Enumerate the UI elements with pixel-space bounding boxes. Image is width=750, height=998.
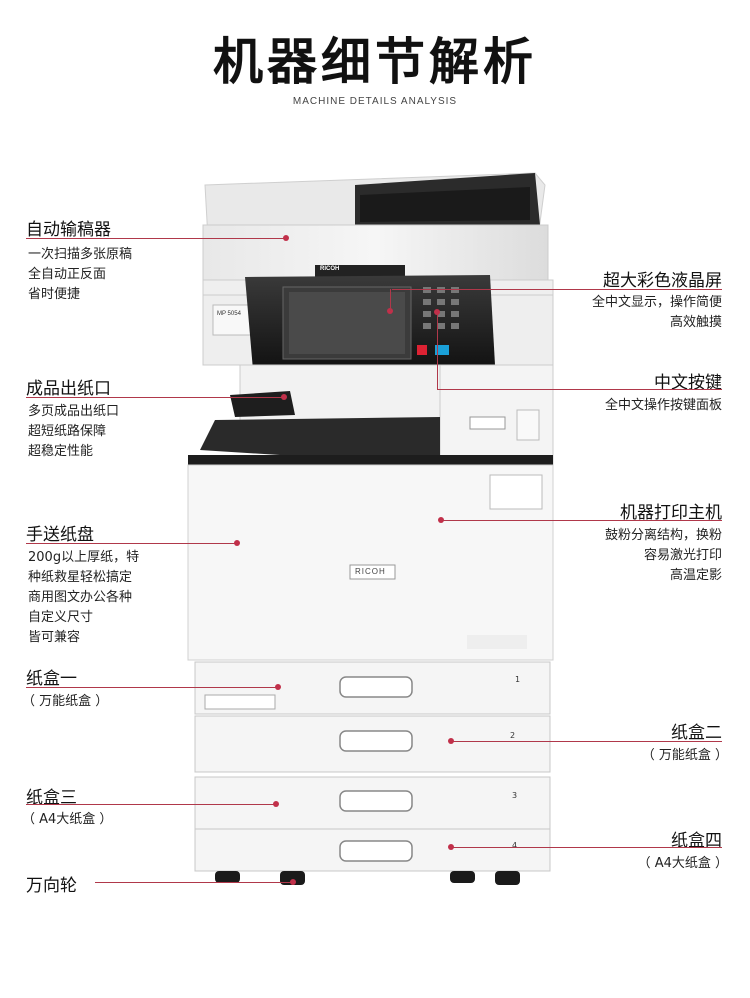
callout-desc: 一次扫描多张原稿全自动正反面省时便捷 xyxy=(28,247,133,302)
callout-line-vertical xyxy=(390,289,391,311)
callout-dot xyxy=(448,738,454,744)
tray-number-4: 4 xyxy=(512,841,518,850)
callout-desc: 全中文操作按键面板 xyxy=(604,398,722,413)
callout-title: 超大彩色液晶屏 xyxy=(603,271,722,291)
tray-number-1: 1 xyxy=(515,675,521,684)
model-label: MP 5054 xyxy=(217,311,241,317)
callout-title: 万向轮 xyxy=(26,876,77,896)
callout-title: 纸盒二 xyxy=(671,723,722,743)
callout-line-vertical xyxy=(437,312,438,390)
callout-dot xyxy=(434,309,440,315)
callout-dot xyxy=(387,308,393,314)
callout-dot xyxy=(273,801,279,807)
callout-line xyxy=(392,289,722,290)
callout-line xyxy=(26,687,276,688)
callout-line xyxy=(452,847,722,848)
callout-title: 纸盒三 xyxy=(26,788,77,808)
copier-illustration: MP 5054 RICOH RICOH 1 2 3 4 xyxy=(185,165,560,890)
callout-title: 纸盒四 xyxy=(671,831,722,851)
callout-desc: 全中文显示，操作简便高效触摸 xyxy=(591,295,722,330)
callout-dot xyxy=(234,540,240,546)
callout-desc: （ 万能纸盒 ） xyxy=(22,694,109,709)
callout-desc: 鼓粉分离结构，换粉容易激光打印高温定影 xyxy=(604,528,722,583)
callout-line xyxy=(26,238,284,239)
callout-dot xyxy=(438,517,444,523)
callout-desc: （ A4大纸盒 ） xyxy=(22,812,113,827)
callout-line xyxy=(443,520,722,521)
brand-logo: RICOH xyxy=(320,266,340,272)
page-subtitle: MACHINE DETAILS ANALYSIS xyxy=(292,96,458,107)
page-title: 机器细节解析 xyxy=(213,33,537,91)
callout-dot xyxy=(283,235,289,241)
copier-drawing xyxy=(187,172,554,885)
callout-line xyxy=(26,543,236,544)
brand-logo-main: RICOH xyxy=(355,567,386,576)
callout-title: 中文按键 xyxy=(654,373,722,393)
tray-number-3: 3 xyxy=(512,791,518,800)
callout-line xyxy=(437,389,722,390)
callout-dot xyxy=(448,844,454,850)
callout-desc: （ A4大纸盒 ） xyxy=(637,856,728,871)
callout-title: 机器打印主机 xyxy=(620,503,722,523)
callout-desc: 多页成品出纸口超短纸路保障超稳定性能 xyxy=(28,404,120,459)
callout-line xyxy=(26,804,274,805)
callout-dot xyxy=(281,394,287,400)
callout-desc: （ 万能纸盒 ） xyxy=(641,748,728,763)
callout-dot xyxy=(290,879,296,885)
callout-title: 手送纸盘 xyxy=(26,525,94,545)
callout-line xyxy=(452,741,722,742)
callout-dot xyxy=(275,684,281,690)
callout-line xyxy=(95,882,291,883)
callout-title: 纸盒一 xyxy=(26,669,77,689)
callout-line xyxy=(26,397,282,398)
callout-title: 成品出纸口 xyxy=(26,379,111,399)
tray-number-2: 2 xyxy=(510,731,516,740)
callout-desc: 200g以上厚纸，特种纸救星轻松搞定商用图文办公各种 自定义尺寸皆可兼容 xyxy=(28,550,140,645)
callout-title: 自动输稿器 xyxy=(26,220,111,240)
